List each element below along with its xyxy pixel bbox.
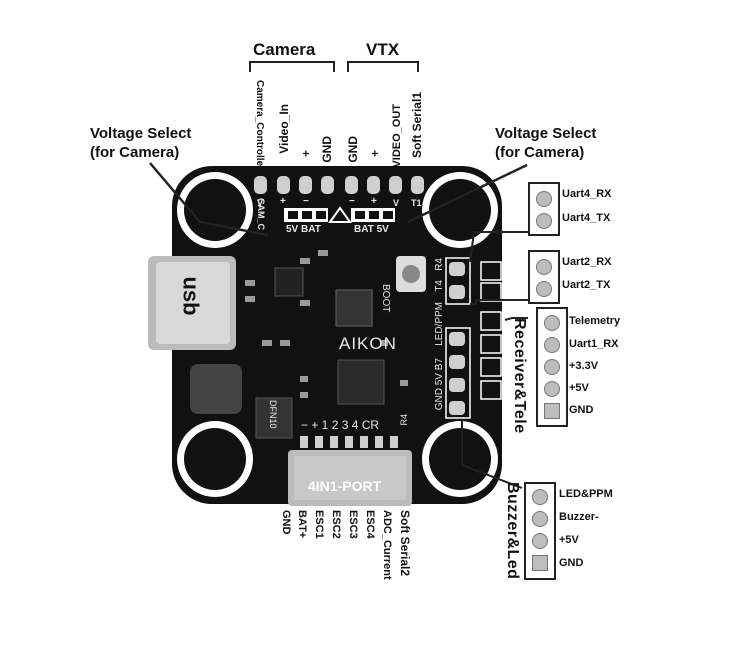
led-ppm-label: LED&PPM (559, 488, 613, 500)
chip-small (274, 267, 304, 297)
uart2-tx-pin (536, 281, 552, 297)
receiver-5v-pin (544, 381, 560, 397)
buzzer-5v-pin (532, 533, 548, 549)
cam-c-text: CAM_C (256, 198, 266, 231)
receiver-tele-title: Receiver&Tele (511, 318, 528, 434)
buzzer-led-title: Buzzer&Led (504, 482, 521, 580)
voltage-select-right-line1: Voltage Select (495, 125, 597, 142)
board-name-label: AIKON (339, 334, 397, 353)
dfn-label: DFN10 (268, 400, 278, 429)
bottom-label-adc-current: ADC_Current (381, 510, 393, 580)
group-brackets (249, 61, 419, 72)
telemetry-pin (544, 315, 560, 331)
pad-mark-minus-left: − (303, 196, 309, 207)
buzzer-minus-pin (532, 511, 548, 527)
buzzer-gnd-label: GND (559, 557, 584, 569)
buzzer-5v-label: +5V (559, 534, 579, 546)
camera-bracket (249, 61, 335, 72)
bottom-label-soft-serial2: Soft Serial2 (398, 510, 412, 577)
uart2-rx-label: Uart2_RX (562, 256, 612, 268)
voltage-select-right-line2: (for Camera) (495, 144, 585, 161)
receiver-pad-outline (445, 327, 471, 419)
buzzer-connector (524, 482, 556, 580)
receiver-through-holes (480, 261, 502, 400)
uart2-leader (470, 299, 528, 305)
board-body (172, 166, 502, 504)
uart4-leader (469, 231, 528, 263)
uart4-tx-label: Uart4_TX (562, 212, 611, 224)
uart2-tx-label: Uart2_TX (562, 279, 611, 291)
uart2-connector (528, 250, 560, 304)
camera-group-label: Camera (253, 40, 316, 59)
voltage-select-left: Voltage Select (for Camera) (90, 124, 191, 162)
dfn-chip (255, 397, 293, 439)
bottom-label-esc1: ESC1 (313, 510, 325, 539)
telemetry-label: Telemetry (569, 315, 621, 327)
voltage-select-right: Voltage Select (for Camera) (495, 124, 596, 162)
bottom-label-esc4: ESC4 (364, 510, 376, 539)
right-select-text: BAT 5V (354, 224, 389, 235)
inductor (190, 364, 242, 414)
receiver-5v-label: +5V (569, 382, 589, 394)
uart4-tx-pin (536, 213, 552, 229)
receiver-gnd-pin (544, 403, 560, 419)
uart4-rx-label: Uart4_RX (562, 188, 612, 200)
bottom-esc-pads (300, 436, 398, 448)
uart4-connector (528, 182, 560, 236)
boot-label: BOOT (380, 284, 391, 313)
receiver-3v3-label: +3.3V (569, 360, 599, 372)
uart2-rx-pin (536, 259, 552, 275)
pad-mark-minus-right: − (349, 196, 355, 207)
voltage-select-left-line2: (for Camera) (90, 144, 180, 161)
pad-mark-v-right: V (393, 198, 400, 208)
bottom-label-bat-plus: BAT+ (296, 510, 308, 539)
bottom-label-gnd: GND (280, 510, 292, 535)
buzzer-leader (461, 420, 523, 489)
center-triangle-mark (328, 206, 352, 223)
r4-label: R4 (399, 414, 409, 426)
buzzer-minus-label: Buzzer- (559, 511, 599, 523)
right-pads (449, 262, 465, 415)
vtx-bracket (347, 61, 419, 72)
buzzer-gnd-pin (532, 555, 548, 571)
pad-mark-t1: T1 (411, 198, 422, 208)
bottom-label-esc2: ESC2 (330, 510, 342, 539)
voltage-left-leader (149, 162, 269, 237)
4in1-port-label: 4IN1-PORT (308, 478, 382, 494)
bottom-label-esc3: ESC3 (347, 510, 359, 539)
uart4-rx-pin (536, 191, 552, 207)
receiver-3v3-pin (544, 359, 560, 375)
receiver-leader (504, 317, 528, 321)
led-ppm-pin (532, 489, 548, 505)
uart2-pad-outline (445, 257, 471, 305)
pad-mark-v-left: V (257, 198, 264, 208)
pad-mark-plus-right: + (371, 196, 377, 207)
usb-label: usb (178, 276, 204, 316)
mcu-chip (335, 289, 373, 327)
side-b7-label: GND 5V B7 (434, 358, 445, 411)
gyro-chip (337, 359, 385, 405)
vtx-group-label: VTX (366, 40, 400, 59)
side-r4-label: R4 (434, 258, 445, 271)
receiver-connector (536, 307, 568, 427)
small-smd-parts (245, 250, 408, 398)
top-pads (254, 176, 424, 194)
uart1-rx-label: Uart1_RX (569, 338, 619, 350)
voltage-select-left-line1: Voltage Select (90, 125, 192, 142)
side-ppm-label: LED/PPM (434, 302, 445, 346)
pad-mark-plus-left: + (280, 196, 286, 207)
voltage-right-leader (407, 163, 528, 224)
pin-label-camera-controller: Camera_Controller (254, 80, 265, 171)
esc-row-label: − + 1 2 3 4 CR (301, 418, 380, 432)
left-select-text: 5V BAT (286, 224, 321, 235)
side-t4-label: T4 (434, 280, 445, 292)
receiver-gnd-label: GND (569, 404, 594, 416)
uart1-rx-pin (544, 337, 560, 353)
